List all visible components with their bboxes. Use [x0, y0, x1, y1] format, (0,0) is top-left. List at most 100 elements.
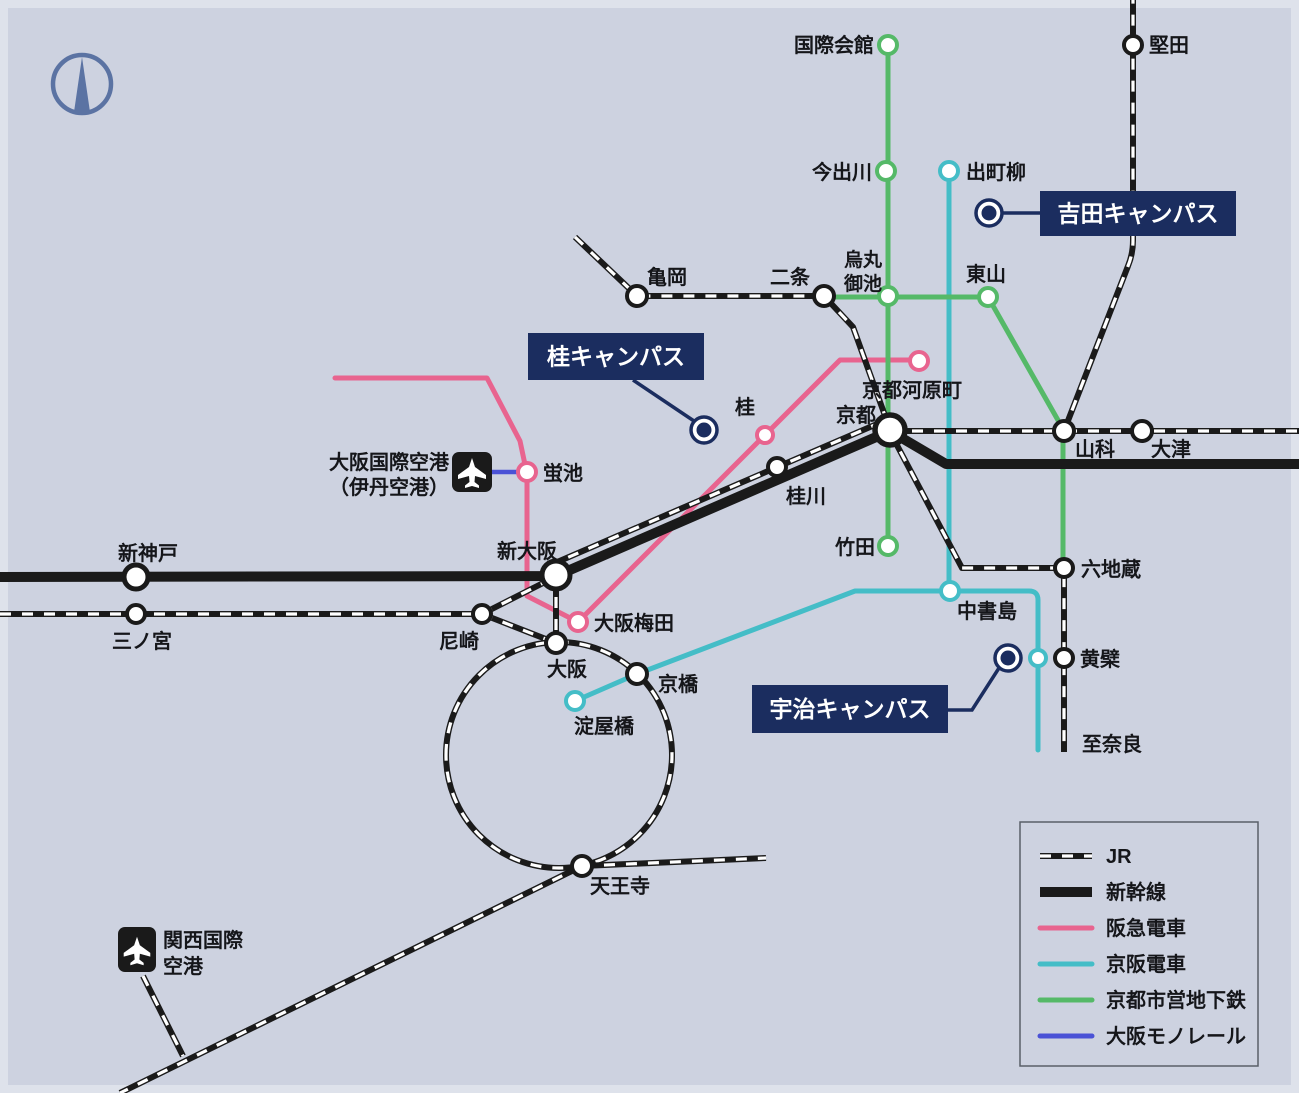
- katsura-campus-label: 桂キャンパス: [547, 344, 685, 370]
- station-yodoyabashi: [564, 690, 586, 712]
- label-kameoka: 亀岡: [647, 265, 687, 289]
- station-takeda: [877, 535, 899, 557]
- legend-jr-label: JR: [1106, 846, 1132, 868]
- jr-kix-line: [118, 863, 584, 1093]
- station-osaka: [544, 631, 568, 655]
- uji-campus: 宇治キャンパス: [752, 643, 1023, 733]
- station-otsu: [1130, 419, 1154, 443]
- uji-campus-marker-core: [1000, 650, 1016, 666]
- hankyu-takarazuka-line: [332, 375, 581, 625]
- station-kokusaikaikan: [877, 34, 899, 56]
- keihan-main-line-west: [572, 588, 953, 704]
- station-hotarugaike: [516, 461, 538, 483]
- label-kyoto-kawaramachi: 京都河原町: [862, 378, 962, 402]
- label-kyoto: 京都: [836, 403, 876, 427]
- label-kansai-airport-1: 関西国際: [163, 928, 244, 952]
- yoshida-campus-label: 吉田キャンパス: [1058, 201, 1219, 227]
- station-katsuragawa: [766, 456, 788, 478]
- legend-keihan-label: 京阪電車: [1106, 952, 1186, 976]
- hankyu-kyoto-line: [575, 357, 922, 625]
- station-chushojima: [939, 580, 961, 602]
- label-rokujizo: 六地蔵: [1081, 557, 1141, 581]
- jr-osaka-loop-line: [443, 639, 675, 871]
- label-itami-airport-2: （伊丹空港）: [329, 475, 449, 499]
- label-kansai-airport-2: 空港: [163, 954, 204, 978]
- station-kyobashi: [625, 662, 649, 686]
- kansai-airport-icon: [118, 927, 156, 972]
- station-shin-osaka: [539, 558, 573, 592]
- yoshida-campus-marker-core: [981, 205, 997, 221]
- station-obaku-jr: [1053, 647, 1075, 669]
- station-demachiyanagi: [938, 160, 960, 182]
- katsura-campus: 桂キャンパス: [528, 333, 719, 445]
- label-hotarugaike: 蛍池: [543, 461, 583, 485]
- label-kyobashi: 京橋: [658, 672, 699, 696]
- label-oike: 御池: [843, 272, 882, 295]
- station-yamashina: [1052, 419, 1076, 443]
- jr-nijo-kyoto: [821, 293, 891, 426]
- airplane-icon: [458, 458, 486, 488]
- jr-kyoto-line: [546, 418, 886, 569]
- station-rokujizo: [1053, 557, 1075, 579]
- label-itami-airport-1: 大阪国際空港: [329, 450, 450, 474]
- uji-campus-label-box: [752, 685, 948, 733]
- legend-box: [1019, 821, 1259, 1067]
- legend-hankyu: 阪急電車: [1037, 916, 1186, 940]
- label-demachiyanagi: 出町柳: [966, 160, 1026, 184]
- yoshida-campus: 吉田キャンパス: [974, 191, 1236, 236]
- legend-jr: JR: [1040, 846, 1132, 868]
- station-nijo: [812, 284, 836, 308]
- legend-subway: 京都市営地下鉄: [1037, 988, 1246, 1012]
- label-imadegawa: 今出川: [812, 160, 872, 184]
- station-imadegawa: [875, 160, 897, 182]
- tozai-subway-line: [821, 294, 1066, 571]
- label-higashiyama: 東山: [966, 263, 1006, 286]
- uji-campus-connector: [948, 667, 1001, 712]
- uji-campus-label: 宇治キャンパス: [770, 696, 931, 722]
- airplane-icon: [123, 936, 151, 966]
- label-sannomiya: 三ノ宮: [112, 629, 172, 653]
- jr-amagasaki-osaka: [480, 611, 558, 646]
- station-sannomiya: [125, 603, 147, 625]
- label-amagasaki: 尼崎: [439, 629, 479, 653]
- label-kokusaikaikan: 国際会館: [794, 33, 874, 57]
- station-higashiyama: [977, 286, 999, 308]
- station-kyoto: [872, 412, 908, 448]
- legend-hankyu-label: 阪急電車: [1106, 916, 1186, 940]
- station-amagasaki: [471, 603, 493, 625]
- label-katsuragawa: 桂川: [785, 484, 826, 508]
- label-chushojima: 中書島: [957, 599, 1017, 623]
- keihan-uji-line: [947, 588, 1041, 753]
- legend-shinkansen-label: 新幹線: [1106, 880, 1166, 904]
- station-osaka-umeda: [567, 611, 589, 633]
- katsura-campus-label-box: [528, 333, 704, 380]
- station-katsura: [755, 425, 775, 445]
- legend-shinkansen: 新幹線: [1040, 880, 1166, 904]
- station-karasuma-oike: [877, 285, 899, 307]
- label-otsu: 大津: [1151, 438, 1191, 461]
- jr-kosei-line: [1061, 0, 1136, 433]
- legend-monorail: 大阪モノレール: [1037, 1024, 1246, 1048]
- legend-monorail-label: 大阪モノレール: [1106, 1024, 1246, 1048]
- label-nijo: 二条: [770, 265, 811, 289]
- label-shin-osaka: 新大阪: [497, 539, 558, 563]
- label-takeda: 竹田: [834, 535, 875, 559]
- legend-keihan: 京阪電車: [1037, 952, 1186, 976]
- label-osaka: 大阪: [547, 657, 588, 681]
- station-obaku-keihan: [1028, 648, 1048, 668]
- label-obaku: 黄檗: [1080, 647, 1121, 671]
- jr-tennoji-east: [581, 855, 767, 869]
- compass-icon: [50, 52, 114, 116]
- yoshida-campus-label-box: [1040, 191, 1236, 236]
- jr-amagasaki-shinosaka: [480, 575, 555, 617]
- station-kyoto-kawaramachi: [908, 350, 930, 372]
- station-kameoka: [625, 284, 649, 308]
- itami-airport-icon: [452, 452, 492, 492]
- jr-kix-spur: [140, 974, 186, 1058]
- label-shin-kobe: 新神戸: [118, 541, 178, 565]
- label-yamashina: 山科: [1075, 437, 1115, 461]
- label-karasuma: 烏丸: [844, 248, 883, 271]
- label-to-nara: 至奈良: [1082, 732, 1142, 756]
- legend-subway-label: 京都市営地下鉄: [1106, 988, 1246, 1012]
